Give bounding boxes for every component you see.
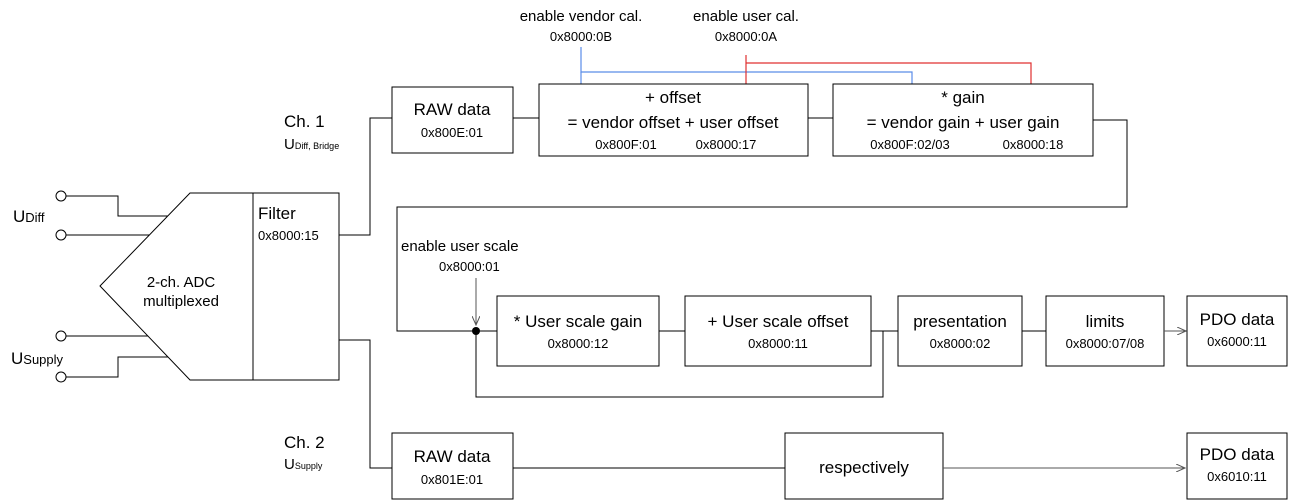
- udiff-input: UDiff: [13, 190, 170, 241]
- pdo-data-box-ch1: PDO data 0x6000:11: [1186, 295, 1288, 367]
- presentation-index: 0x8000:02: [930, 336, 991, 351]
- gain-box: * gain = vendor gain + user gain 0x800F:…: [832, 83, 1094, 157]
- offset-line2: = vendor offset + user offset: [567, 113, 778, 132]
- gain-to-scale-wire: [396, 119, 1128, 332]
- user-cal-index: 0x8000:0A: [715, 29, 777, 44]
- gain-line2: = vendor gain + user gain: [867, 113, 1060, 132]
- user-scale-gain-box: * User scale gain 0x8000:12: [496, 295, 660, 367]
- offset-index-vendor: 0x800F:01: [595, 137, 656, 152]
- raw-data-box-ch2: RAW data 0x801E:01: [391, 432, 514, 500]
- scale-gain-title: * User scale gain: [514, 312, 643, 331]
- usupply-label: USupply: [11, 349, 64, 368]
- offset-line1: + offset: [645, 88, 701, 107]
- user-cal-label: enable user cal.: [693, 8, 799, 25]
- pdo1-title: PDO data: [1200, 310, 1275, 329]
- user-scale-offset-box: + User scale offset 0x8000:11: [684, 295, 872, 367]
- adc-filter-block: 2-ch. ADC multiplexed Filter 0x8000:15: [99, 192, 340, 381]
- respectively-title: respectively: [819, 458, 909, 477]
- adc-line2: multiplexed: [143, 293, 219, 310]
- ch1-signal: UDiff, Bridge: [284, 136, 339, 153]
- scale-gain-index: 0x8000:12: [548, 336, 609, 351]
- vendor-cal-index: 0x8000:0B: [550, 29, 612, 44]
- scale-offset-index: 0x8000:11: [748, 336, 808, 351]
- raw1-title: RAW data: [414, 100, 491, 119]
- filter-index: 0x8000:15: [258, 228, 319, 243]
- ch1-label: Ch. 1: [284, 112, 325, 131]
- pdo-data-box-ch2: PDO data 0x6010:11: [1186, 432, 1288, 500]
- pdo1-index: 0x6000:11: [1207, 334, 1267, 349]
- presentation-title: presentation: [913, 312, 1007, 331]
- limits-box: limits 0x8000:07/08: [1045, 295, 1165, 367]
- raw2-index: 0x801E:01: [421, 472, 483, 487]
- user-scale-index: 0x8000:01: [439, 259, 500, 274]
- udiff-label: UDiff: [13, 207, 45, 226]
- gain-index-user: 0x8000:18: [1003, 137, 1064, 152]
- usupply-input: USupply: [11, 330, 170, 383]
- user-scale-bypass: [475, 331, 884, 398]
- ch2-wire: [339, 339, 392, 469]
- vendor-cal-label: enable vendor cal.: [520, 8, 643, 25]
- raw2-title: RAW data: [414, 447, 491, 466]
- ch2-signal: USupply: [284, 456, 323, 473]
- scale-offset-title: + User scale offset: [708, 312, 849, 331]
- ch1-wire: [339, 117, 392, 236]
- limits-title: limits: [1086, 312, 1125, 331]
- offset-box: + offset = vendor offset + user offset 0…: [538, 83, 809, 157]
- pdo2-index: 0x6010:11: [1207, 469, 1267, 484]
- presentation-box: presentation 0x8000:02: [897, 295, 1023, 367]
- ch2-label: Ch. 2: [284, 433, 325, 452]
- gain-line1: * gain: [941, 88, 984, 107]
- offset-index-user: 0x8000:17: [696, 137, 757, 152]
- pdo2-title: PDO data: [1200, 445, 1275, 464]
- limits-index: 0x8000:07/08: [1066, 336, 1145, 351]
- adc-line1: 2-ch. ADC: [147, 274, 216, 291]
- filter-title: Filter: [258, 204, 296, 223]
- raw1-index: 0x800E:01: [421, 125, 483, 140]
- user-scale-label: enable user scale: [401, 238, 519, 255]
- respectively-box: respectively: [784, 432, 944, 500]
- raw-data-box-ch1: RAW data 0x800E:01: [391, 86, 514, 154]
- gain-index-vendor: 0x800F:02/03: [870, 137, 950, 152]
